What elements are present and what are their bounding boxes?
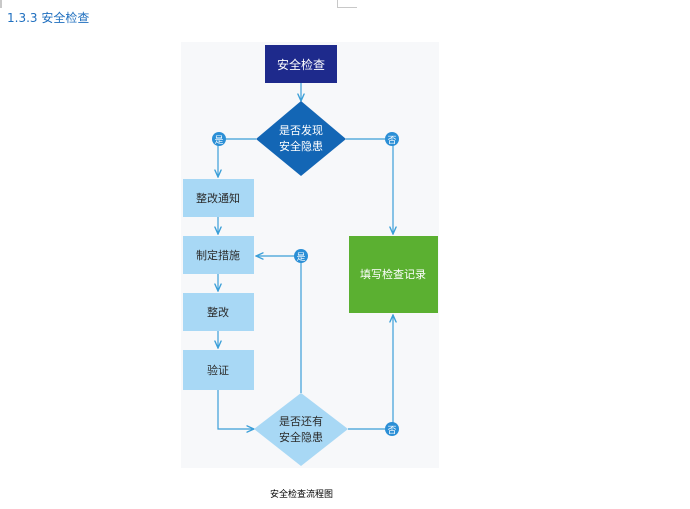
page-corner-mark-right xyxy=(337,0,338,7)
step-rectify-label: 整改 xyxy=(207,305,229,319)
record-node-label: 填写检查记录 xyxy=(360,267,426,281)
step-rectification-notice-label: 整改通知 xyxy=(196,191,240,205)
decision-remaining-hazard-line2: 安全隐患 xyxy=(279,430,323,444)
decision-remaining-hazard xyxy=(254,393,348,466)
step-formulate-measures xyxy=(183,236,254,274)
badge-decision2-yes-label: 是 xyxy=(296,252,305,263)
decision-found-hazard-line1: 是否发现 xyxy=(279,123,323,137)
page-corner-mark-right-tick xyxy=(337,7,357,8)
badge-decision2-no-label: 否 xyxy=(387,425,396,436)
section-heading: 1.3.3 安全检查 xyxy=(7,11,90,25)
figure-caption: 安全检查流程图 xyxy=(270,490,334,500)
badge-decision1-no: 否 xyxy=(385,132,399,146)
badge-decision1-yes: 是 xyxy=(212,132,226,146)
step-verify-label: 验证 xyxy=(207,363,229,377)
step-verify xyxy=(183,350,254,390)
step-formulate-measures-label: 制定措施 xyxy=(196,248,240,262)
decision-found-hazard xyxy=(256,101,346,176)
badge-decision1-no-label: 否 xyxy=(387,135,396,146)
step-rectify xyxy=(183,293,254,331)
badge-decision2-no: 否 xyxy=(385,422,399,436)
start-node xyxy=(265,45,337,83)
step-rectification-notice xyxy=(183,179,254,217)
start-node-label: 安全检查 xyxy=(277,57,325,72)
badge-decision1-yes-label: 是 xyxy=(214,135,223,146)
decision-found-hazard-line2: 安全隐患 xyxy=(279,139,323,153)
arrow-verify-to-decision2 xyxy=(217,390,254,429)
badge-decision2-yes: 是 xyxy=(294,249,308,263)
decision-remaining-hazard-line1: 是否还有 xyxy=(279,414,323,428)
page-corner-mark-left xyxy=(0,0,2,8)
record-node xyxy=(349,236,438,313)
